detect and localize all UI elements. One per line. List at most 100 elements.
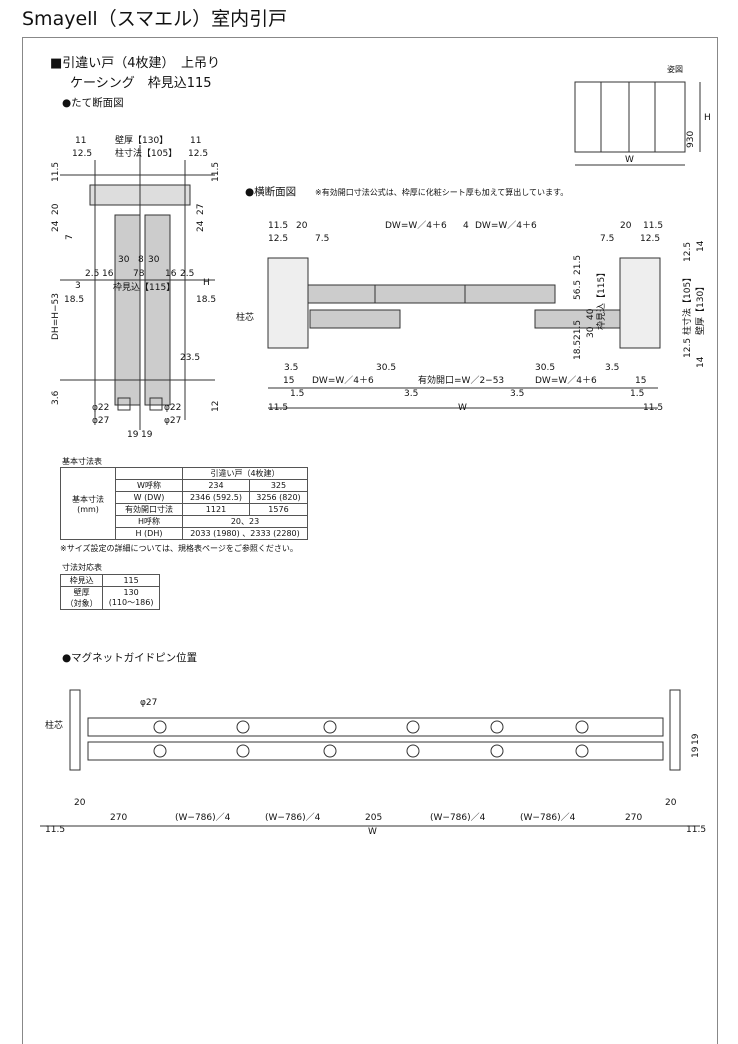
dimension-label: 11.5 [45,825,65,835]
dimension-label: 56.5 [573,280,583,300]
dimension-label: 19 [127,430,139,440]
door-type: 引違い戸（4枚建） [182,467,308,480]
dimension-label: 3256 (820) [248,491,309,504]
dimension-label: DW=W／4＋6 [475,220,537,231]
dimension-label: 1576 [248,503,309,516]
dimension-label: 234 [182,479,250,492]
dimension-label: 1.5 [630,389,644,399]
frame-spec: ケーシング 枠見込115 [70,76,212,91]
dimension-label: 20 [74,798,86,808]
dimension-label: 3.5 [510,389,524,399]
dimension-label: 20 [296,221,308,231]
dimension-label: 柱芯 [45,719,63,731]
dimension-label: 18.5 [196,295,216,305]
dimension-label: 19 [691,733,701,745]
horizontal-note: ※有効開口寸法公式は、枠厚に化粧シート厚も加えて算出しています。 [315,188,569,197]
dimension-label: 19 [691,746,701,758]
dimension-label: W (DW) [115,491,183,504]
dimension-label: 3.5 [605,363,619,373]
dimension-label: 20 [665,798,677,808]
dimension-label: 枠見込【115】 [113,281,175,293]
dimension-label: 3 [75,281,81,291]
dimension-label: 2.5 [180,269,194,279]
dimension-label: H呼称 [115,515,183,528]
dimension-label: 12 [211,401,221,412]
dimension-label: (W−786)／4 [175,812,231,823]
dimension-label: 325 [248,479,309,492]
dimension-label: 柱芯 [236,311,254,323]
elevation-title: 姿図 [667,65,683,74]
dimension-label: 7 [65,234,75,240]
row-header: 基本寸法 [72,494,104,504]
product-heading: ■引違い戸（4枚建） 上吊り [50,56,221,71]
dimension-label: 20、23 [182,515,308,528]
dimension-label: 18.5 [573,340,583,360]
table-row: W (DW)2346 (592.5)3256 (820) [61,491,309,504]
dimension-label: 19 [141,430,153,440]
dimension-label: 24 [196,220,206,232]
dimension-label: 11.5 [643,221,663,231]
dimension-label: 柱寸法【105】 [681,273,693,335]
dimension-label: 2346 (592.5) [182,491,250,504]
dimension-label: DW=W／4＋6 [312,375,374,386]
dimension-label: 21.5 [573,255,583,275]
elevation-drawing [574,81,701,166]
dimension-label: 枠見込【115】 [595,268,607,330]
dimension-label: 11 [190,136,201,146]
dimension-label: 130 [123,588,139,597]
dimension-label: 14 [696,356,706,368]
elevation-w: W [625,155,634,165]
dimension-label: 2.5 [85,269,99,279]
dimension-label: 8 [138,255,144,265]
elevation-930: 930 [686,131,696,148]
dimension-label: 30.5 [535,363,555,373]
dimension-label: 11.5 [51,162,61,182]
dimension-label: 30 [118,255,130,265]
dimension-label: 11.5 [268,221,288,231]
dimension-label: W呼称 [115,479,183,492]
dimension-label: (W−786)／4 [520,812,576,823]
dimension-label: 11.5 [268,403,288,413]
dimension-label: 11.5 [643,403,663,413]
dimension-label: 12.5 [683,242,693,262]
dimension-label: 枠見込 [59,574,104,587]
unit-label: (mm) [77,504,99,514]
dimension-label: 205 [365,813,382,823]
horizontal-section-title: ●横断面図 [245,186,297,198]
dimension-label: 20 [620,221,632,231]
dimension-label: 24 [51,220,61,232]
dimension-label: (W−786)／4 [430,812,486,823]
magnet-drawing [40,689,700,827]
dimension-label: 3.5 [404,389,418,399]
dimension-label: W [368,827,377,837]
dimension-label: 2033 (1980) 、2333 (2280) [182,527,308,540]
table-row: H (DH)2033 (1980) 、2333 (2280) [61,527,308,540]
dimension-label: 有効開口寸法 [115,503,183,516]
dimension-label: (110〜186) [108,598,154,607]
dimension-label: 11.5 [686,825,706,835]
dimension-label: 40 [586,308,596,320]
page-title: Smayell（スマエル）室内引戸 [22,8,288,30]
dimension-label: DW=W／4＋6 [385,220,447,231]
dimension-label: 1.5 [290,389,304,399]
dimension-label: 30.5 [376,363,396,373]
dimension-label: (W−786)／4 [265,812,321,823]
dimension-label: 270 [110,813,127,823]
vertical-section-title: ●たて断面図 [62,97,124,109]
dimension-label: 270 [625,813,642,823]
dimension-label: 12.5 [72,149,92,159]
dimension-label: 14 [696,240,706,252]
vertical-section-drawing [60,145,215,430]
dimension-label: 12.5 [640,234,660,244]
dimension-label: φ27 [164,416,181,426]
dimension-label: 30 [586,326,596,338]
dimension-label: 壁厚【130】 [694,282,706,335]
dimension-label: 壁厚 [73,588,90,597]
